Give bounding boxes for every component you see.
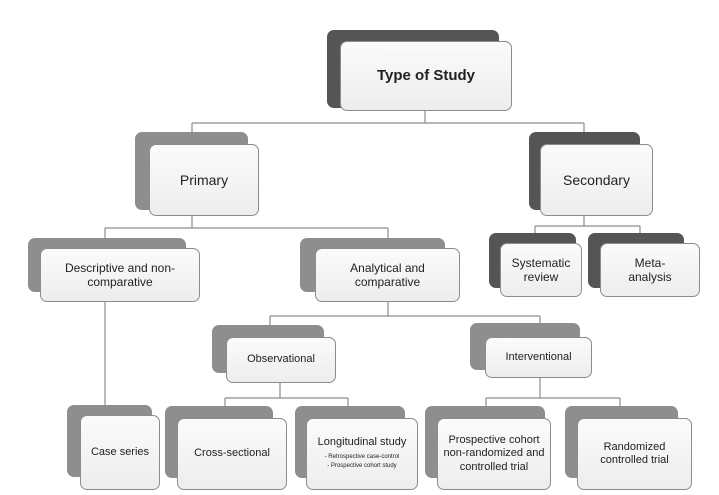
- node-analytical-label: Analytical and comparative: [350, 260, 425, 289]
- node-systematic-review-label: Systematic review: [511, 255, 571, 284]
- node-prospective-cohort-label: Prospective cohort non-randomized and co…: [443, 434, 545, 473]
- node-case-series-label: Case series: [90, 445, 150, 458]
- node-longitudinal-label: Longitudinal study: [317, 436, 407, 449]
- connector-primary: [104, 216, 389, 248]
- node-interventional-label: Interventional: [505, 350, 572, 363]
- node-randomized-label: Randomized controlled trial: [600, 440, 669, 466]
- node-longitudinal-sub-2: - Prospective cohort study: [327, 463, 397, 470]
- node-type-of-study-label: Type of Study: [376, 67, 476, 84]
- node-primary-label: Primary: [179, 171, 229, 188]
- connector-root: [191, 110, 585, 145]
- connector-secondary: [534, 216, 641, 243]
- connector-observational: [224, 383, 349, 418]
- node-meta-analysis-label: Meta-analysis: [628, 255, 672, 284]
- node-secondary-label: Secondary: [563, 171, 630, 188]
- node-observational-label: Observational: [247, 353, 315, 366]
- node-longitudinal-sub-1: - Retrospective case-control: [324, 453, 400, 460]
- node-cross-sectional-label: Cross-sectional: [194, 447, 270, 460]
- node-descriptive-label: Descriptive and non-comparative: [64, 260, 176, 289]
- connector-interventional: [485, 378, 621, 418]
- connector-analytical: [269, 302, 541, 337]
